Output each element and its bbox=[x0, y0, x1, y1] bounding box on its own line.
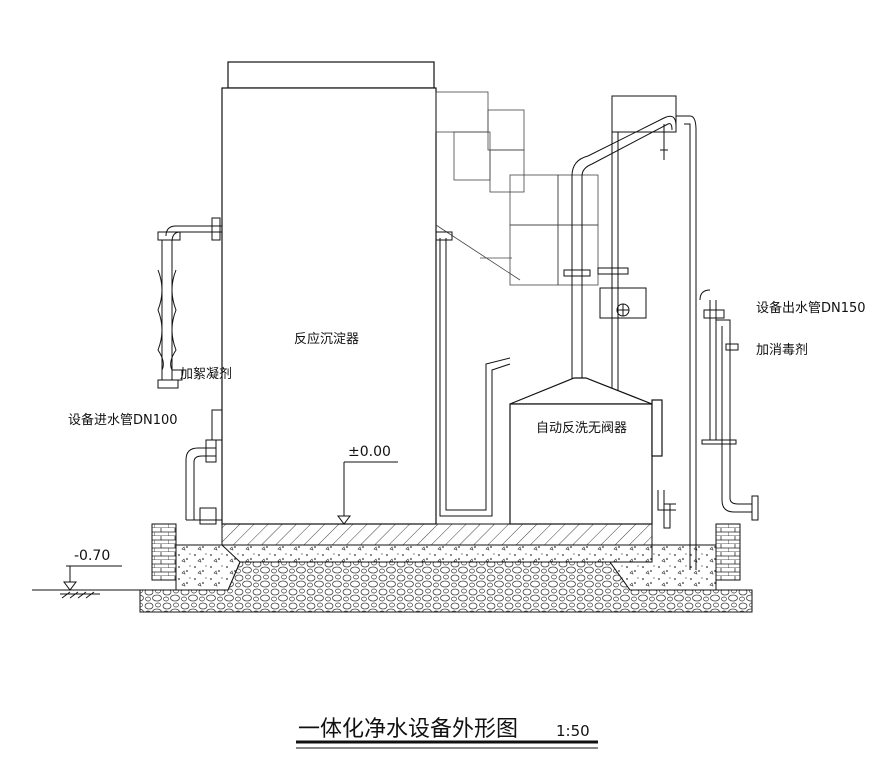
drawing-scale: 1:50 bbox=[556, 722, 590, 740]
elevation-ground: -0.70 bbox=[74, 548, 110, 564]
brick-walls bbox=[151, 523, 741, 581]
label-disinfectant: 加消毒剂 bbox=[756, 343, 808, 358]
label-coagulant: 加絮凝剂 bbox=[180, 366, 232, 382]
left-pipes bbox=[157, 217, 223, 525]
label-filter: 自动反洗无阀器 bbox=[536, 421, 627, 436]
inclined-plates bbox=[435, 91, 599, 286]
drawing-title: 一体化净水设备外形图 bbox=[298, 717, 518, 742]
elevation-zero: ±0.00 bbox=[348, 444, 391, 460]
label-reactor: 反应沉淀器 bbox=[294, 331, 359, 347]
label-inlet-pipe: 设备进水管DN100 bbox=[68, 412, 178, 428]
ground-line bbox=[32, 589, 140, 599]
concrete-base bbox=[175, 523, 717, 591]
elevation-markers bbox=[63, 461, 398, 591]
reactor-tank bbox=[221, 61, 437, 525]
label-outlet-pipe: 设备出水管DN150 bbox=[756, 300, 866, 316]
filter-tank bbox=[509, 377, 663, 525]
